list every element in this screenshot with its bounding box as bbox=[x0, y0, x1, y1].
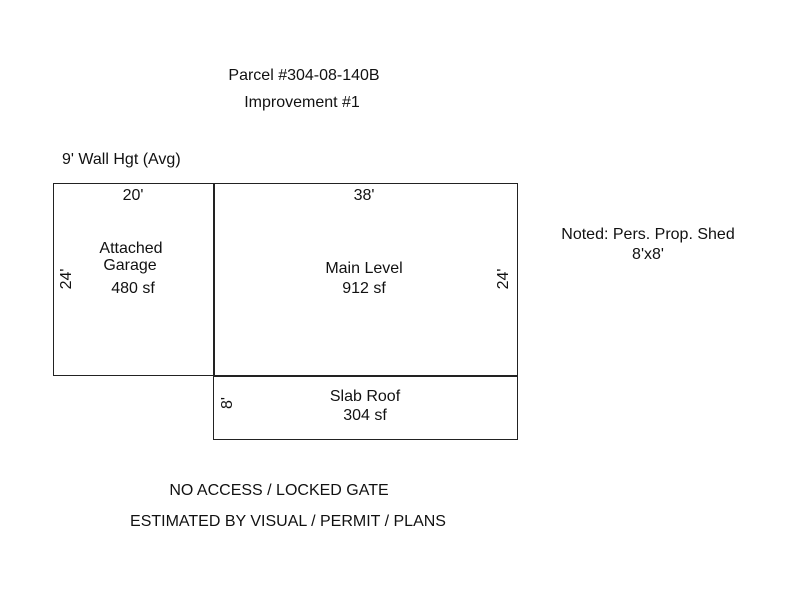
estimation-method-note: ESTIMATED BY VISUAL / PERMIT / PLANS bbox=[130, 513, 446, 530]
garage-depth-dimension: 24' bbox=[58, 268, 75, 290]
main-level-area: 912 sf bbox=[342, 280, 386, 297]
garage-outline bbox=[53, 183, 215, 376]
main-level-width-dimension: 38' bbox=[353, 187, 375, 204]
slab-roof-depth-dimension: 8' bbox=[219, 397, 236, 409]
parcel-number: Parcel #304-08-140B bbox=[228, 67, 380, 84]
improvement-number: Improvement #1 bbox=[244, 94, 360, 111]
slab-roof-outline bbox=[213, 375, 518, 440]
garage-label-line1: Attached bbox=[99, 240, 163, 257]
shed-dimensions: 8'x8' bbox=[632, 246, 664, 263]
garage-width-dimension: 20' bbox=[122, 187, 144, 204]
wall-height-label: 9' Wall Hgt (Avg) bbox=[62, 151, 181, 168]
slab-roof-label: Slab Roof bbox=[329, 388, 401, 405]
main-level-outline bbox=[213, 183, 518, 377]
shed-note: Noted: Pers. Prop. Shed bbox=[561, 226, 735, 243]
main-level-depth-dimension: 24' bbox=[495, 268, 512, 290]
main-level-label: Main Level bbox=[325, 260, 403, 277]
garage-area: 480 sf bbox=[111, 280, 155, 297]
access-note: NO ACCESS / LOCKED GATE bbox=[169, 482, 389, 499]
garage-label-line2: Garage bbox=[103, 257, 157, 274]
slab-roof-area: 304 sf bbox=[343, 407, 387, 424]
